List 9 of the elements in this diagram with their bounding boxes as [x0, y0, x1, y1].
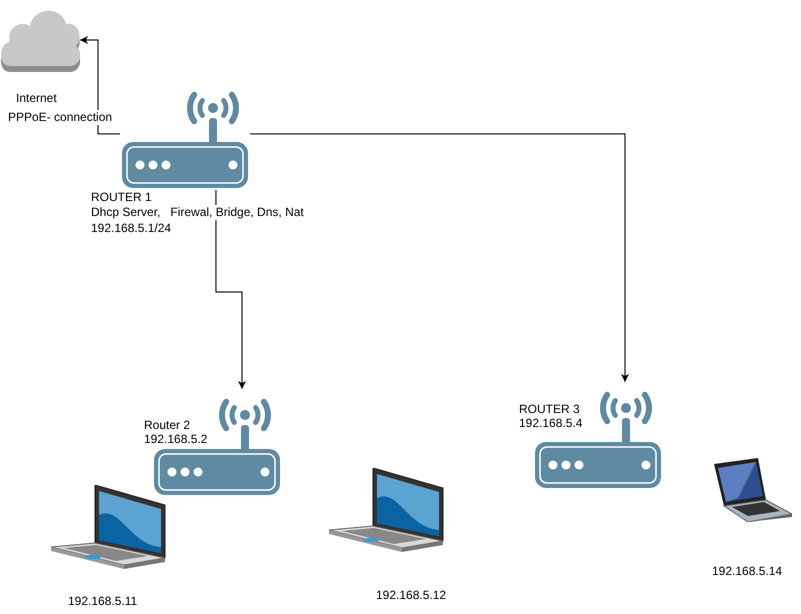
ip-address: 192.168.5.2 [144, 432, 208, 446]
connector-arrow [80, 36, 120, 134]
node-caption: PPPoE- connection [8, 110, 112, 125]
connector-arrow [215, 190, 246, 390]
node-caption: Dhcp Server, Firewal, Bridge, Dns, Nat [91, 205, 304, 220]
router-name: ROUTER 3 [519, 402, 580, 416]
ip-address: 192.168.5.4 [519, 416, 582, 430]
router-name: Router 2 [144, 418, 190, 432]
connector-arrow [250, 133, 629, 382]
